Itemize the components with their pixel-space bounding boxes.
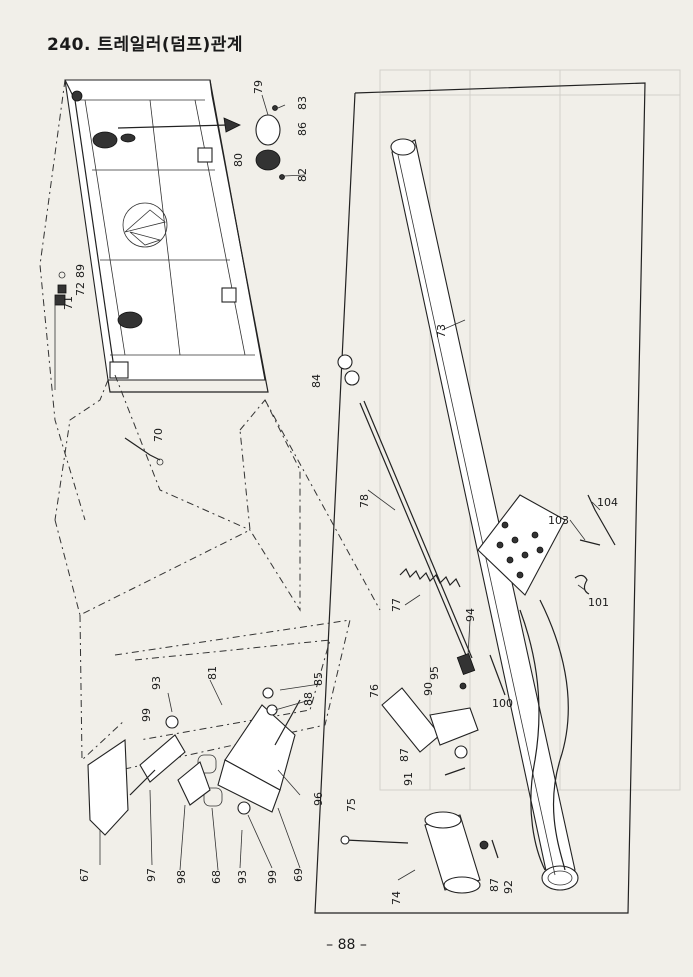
pin-70: [124, 437, 161, 461]
label-77: 77: [390, 598, 403, 612]
bracket-69-96: [217, 687, 301, 813]
label-96: 96: [312, 792, 325, 806]
clamps-97-98-99: [129, 715, 251, 815]
bolts-71-72-89: [54, 271, 67, 390]
part-100: [489, 654, 506, 696]
parts-area-frame: [314, 82, 646, 914]
label-98: 98: [175, 870, 188, 884]
tube-73: [390, 138, 579, 891]
label-67: 67: [78, 868, 91, 882]
label-99: 99: [140, 708, 153, 722]
washer-87b: [479, 840, 489, 850]
label-99b: 99: [266, 870, 279, 884]
label-73: 73: [435, 324, 448, 338]
label-69: 69: [292, 868, 305, 882]
nut-84b: [344, 370, 360, 386]
pin-92: [491, 839, 499, 859]
label-95: 95: [428, 666, 441, 680]
part-101: [574, 574, 590, 595]
part-labels: 79 83 86 80 82 89 72 71 73 84 70 78 104 …: [62, 80, 618, 905]
label-93b: 93: [236, 870, 249, 884]
label-87: 87: [398, 748, 411, 762]
label-84: 84: [310, 374, 323, 388]
pin-70-end: [156, 458, 164, 466]
label-85: 85: [312, 672, 325, 686]
label-100: 100: [492, 697, 513, 710]
label-83: 83: [296, 96, 309, 110]
label-75: 75: [345, 798, 358, 812]
pin-75-head: [340, 835, 350, 845]
leader-lines: [99, 94, 601, 881]
part-104: [587, 494, 616, 546]
footplate: [477, 494, 566, 596]
shield-67: [87, 738, 129, 836]
label-80: 80: [232, 153, 245, 167]
label-92: 92: [502, 880, 515, 894]
label-93: 93: [150, 676, 163, 690]
page-number: – 88 –: [326, 937, 367, 953]
label-91: 91: [402, 772, 415, 786]
handle-curve: [539, 599, 569, 871]
nut-84a: [337, 354, 353, 370]
label-68: 68: [210, 870, 223, 884]
pin-91: [444, 767, 466, 776]
label-70: 70: [152, 428, 165, 442]
part-103: [579, 539, 601, 546]
label-71: 71: [62, 296, 75, 310]
handle-curve-inner: [519, 609, 546, 871]
label-90: 90: [422, 682, 435, 696]
label-97: 97: [145, 868, 158, 882]
rod-78-edge: [363, 400, 473, 659]
rod-78: [359, 402, 469, 661]
label-104: 104: [597, 496, 618, 509]
label-72: 72: [74, 282, 87, 296]
spring-77: [399, 567, 461, 588]
rod-78-end: [456, 652, 476, 676]
arrow-line: [117, 124, 229, 129]
cylinder-74: [424, 811, 481, 894]
trailer-body-drawing: [39, 79, 381, 771]
pin-75: [344, 839, 409, 844]
label-89: 89: [74, 264, 87, 278]
label-82: 82: [296, 168, 309, 182]
bracket-76b: [429, 707, 479, 746]
label-103: 103: [548, 514, 569, 527]
page-title: 240. 트레일러(덤프)관계: [47, 35, 244, 55]
label-87b: 87: [488, 878, 501, 892]
label-101: 101: [588, 596, 609, 609]
label-79: 79: [252, 80, 265, 94]
arrow-head: [223, 117, 241, 133]
label-78: 78: [358, 494, 371, 508]
label-86: 86: [296, 122, 309, 136]
label-74: 74: [390, 891, 403, 905]
label-81: 81: [206, 666, 219, 680]
label-94: 94: [464, 608, 477, 622]
pin-90: [459, 682, 467, 690]
washer-87: [454, 745, 468, 759]
label-88: 88: [302, 692, 315, 706]
hub-assembly: [255, 105, 285, 180]
label-76: 76: [368, 684, 381, 698]
